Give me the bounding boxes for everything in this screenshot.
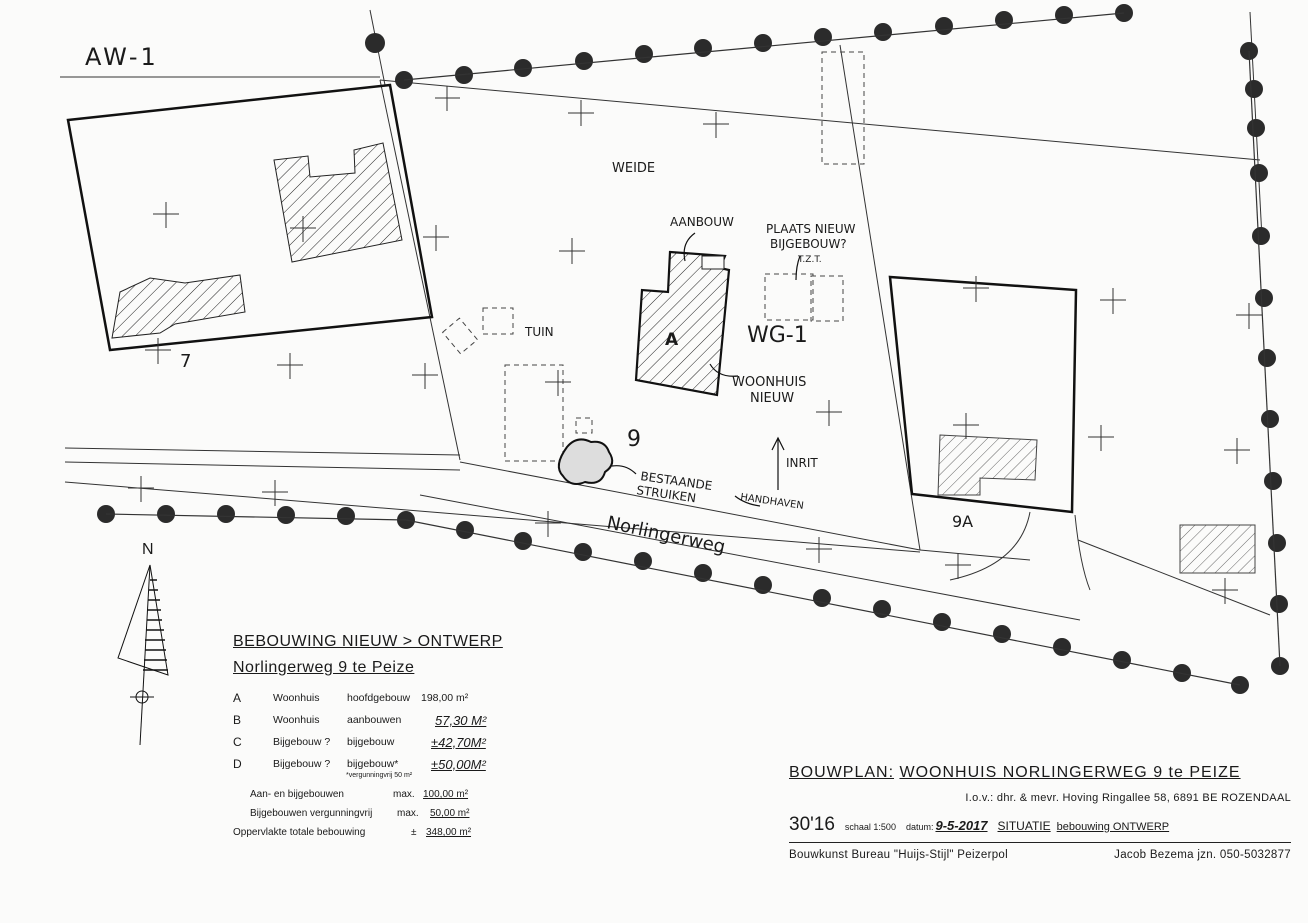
label-handhaven: HANDHAVEN <box>740 492 805 512</box>
north-arrow <box>117 564 169 746</box>
date-label: datum: <box>905 822 934 832</box>
legend-type: Bijgebouw ? <box>273 736 331 748</box>
label-a: A <box>665 330 679 350</box>
plot-7 <box>66 83 434 352</box>
legend-row: D Bijgebouw ? bijgebouw* ±50,00M² <box>233 753 533 775</box>
drawing-subtype: bebouwing ONTWERP <box>1056 821 1170 833</box>
label-nr7: 7 <box>180 351 191 372</box>
label-woonhuis-1: WOONHUIS <box>732 375 806 390</box>
dashed-outlines <box>441 51 865 462</box>
title-main-text: WOONHUIS NORLINGERWEG 9 te PEIZE <box>899 764 1241 781</box>
leaders <box>611 232 801 507</box>
label-north: N <box>142 541 154 558</box>
title-block: BOUWPLAN: WOONHUIS NORLINGERWEG 9 te PEI… <box>789 764 1291 861</box>
drawing-type: SITUATIE <box>997 819 1051 833</box>
label-weide: WEIDE <box>612 161 655 176</box>
legend-type: Woonhuis <box>273 714 320 726</box>
legend-subtitle: Norlingerweg 9 te Peize <box>233 659 415 676</box>
grid-crosses <box>128 86 1262 604</box>
legend-note: *vergunningvrij 50 m² <box>346 772 413 779</box>
summary-prefix: ± <box>411 827 417 838</box>
label-plaats-1: PLAATS NIEUW <box>766 222 856 236</box>
label-nr9a: 9A <box>952 512 973 531</box>
legend-kind: aanbouwen <box>347 714 402 726</box>
summary-value: 50,00 m² <box>430 808 470 819</box>
legend-value: 57,30 M² <box>435 712 487 728</box>
legend-block: BEBOUWING NIEUW > ONTWERP Norlingerweg 9… <box>233 633 533 842</box>
summary-label: Bijgebouwen vergunningvrij <box>250 808 373 819</box>
summary-value: 348,00 m² <box>426 827 472 838</box>
legend-kind: bijgebouw* <box>347 758 399 770</box>
label-nr9: 9 <box>627 427 641 452</box>
title-bureau: Bouwkunst Bureau "Huijs-Stijl" Peizerpol… <box>789 842 1291 861</box>
title-main: BOUWPLAN: WOONHUIS NORLINGERWEG 9 te PEI… <box>789 764 1291 782</box>
legend-code: C <box>233 735 242 749</box>
label-tuin: TUIN <box>524 325 554 339</box>
label-inrit: INRIT <box>786 456 818 470</box>
plot-9a <box>888 275 1078 514</box>
legend-value: ±42,70M² <box>431 734 486 750</box>
neighbour-building <box>1179 524 1256 574</box>
label-aanbouw: AANBOUW <box>670 215 734 229</box>
legend-code: A <box>233 691 242 705</box>
legend-row: B Woonhuis aanbouwen 57,30 M² <box>233 709 533 731</box>
shrubs <box>557 438 614 485</box>
legend-kind: bijgebouw <box>347 736 395 748</box>
label-street: Norlingerweg <box>605 512 727 558</box>
label-tzt: T.Z.T. <box>797 255 822 265</box>
label-plaats-2: BIJGEBOUW? <box>770 237 847 251</box>
bureau-name: Bouwkunst Bureau "Huijs-Stijl" Peizerpol <box>789 849 1008 861</box>
scale: schaal 1:500 <box>844 822 896 832</box>
legend-type: Bijgebouw ? <box>273 758 331 770</box>
summary-label: Oppervlakte totale bebouwing <box>233 827 366 838</box>
legend-summary-row: Bijgebouwen vergunningvrij max. 50,00 m² <box>233 804 533 823</box>
legend-row: A Woonhuis hoofdgebouw 198,00 m² <box>233 687 533 709</box>
label-woonhuis-2: NIEUW <box>750 391 794 406</box>
legend-code: D <box>233 757 242 771</box>
project-number: 30'16 <box>789 814 835 835</box>
summary-label: Aan- en bijgebouwen <box>250 789 344 800</box>
road-lines <box>60 9 1271 621</box>
legend-type: Woonhuis <box>273 692 320 704</box>
legend-value: ±50,00M² <box>431 756 486 772</box>
house-new <box>634 250 731 397</box>
summary-prefix: max. <box>393 789 415 800</box>
legend-code: B <box>233 713 242 727</box>
legend-row: C Bijgebouw ? bijgebouw ±42,70M² <box>233 731 533 753</box>
summary-value: 100,00 m² <box>423 789 469 800</box>
bureau-contact: Jacob Bezema jzn. 050-5032877 <box>1114 849 1291 861</box>
date-value: 9-5-2017 <box>935 818 988 833</box>
title-main-label: BOUWPLAN: <box>789 764 895 781</box>
title-meta: 30'16 schaal 1:500 datum: 9-5-2017 SITUA… <box>789 814 1291 836</box>
legend-summary-row: Oppervlakte totale bebouwing ± 348,00 m² <box>233 823 533 842</box>
legend-kind: hoofdgebouw <box>347 692 411 704</box>
label-aw1: AW-1 <box>85 43 159 71</box>
title-client: I.o.v.: dhr. & mevr. Hoving Ringallee 58… <box>965 792 1291 804</box>
legend-summary-row: Aan- en bijgebouwen max. 100,00 m² <box>233 785 533 804</box>
legend-title: BEBOUWING NIEUW > ONTWERP <box>233 633 503 650</box>
summary-prefix: max. <box>397 808 419 819</box>
label-wg1: WG-1 <box>747 323 808 348</box>
legend-value: 198,00 m² <box>421 692 469 704</box>
tree-row-line <box>105 12 1281 686</box>
